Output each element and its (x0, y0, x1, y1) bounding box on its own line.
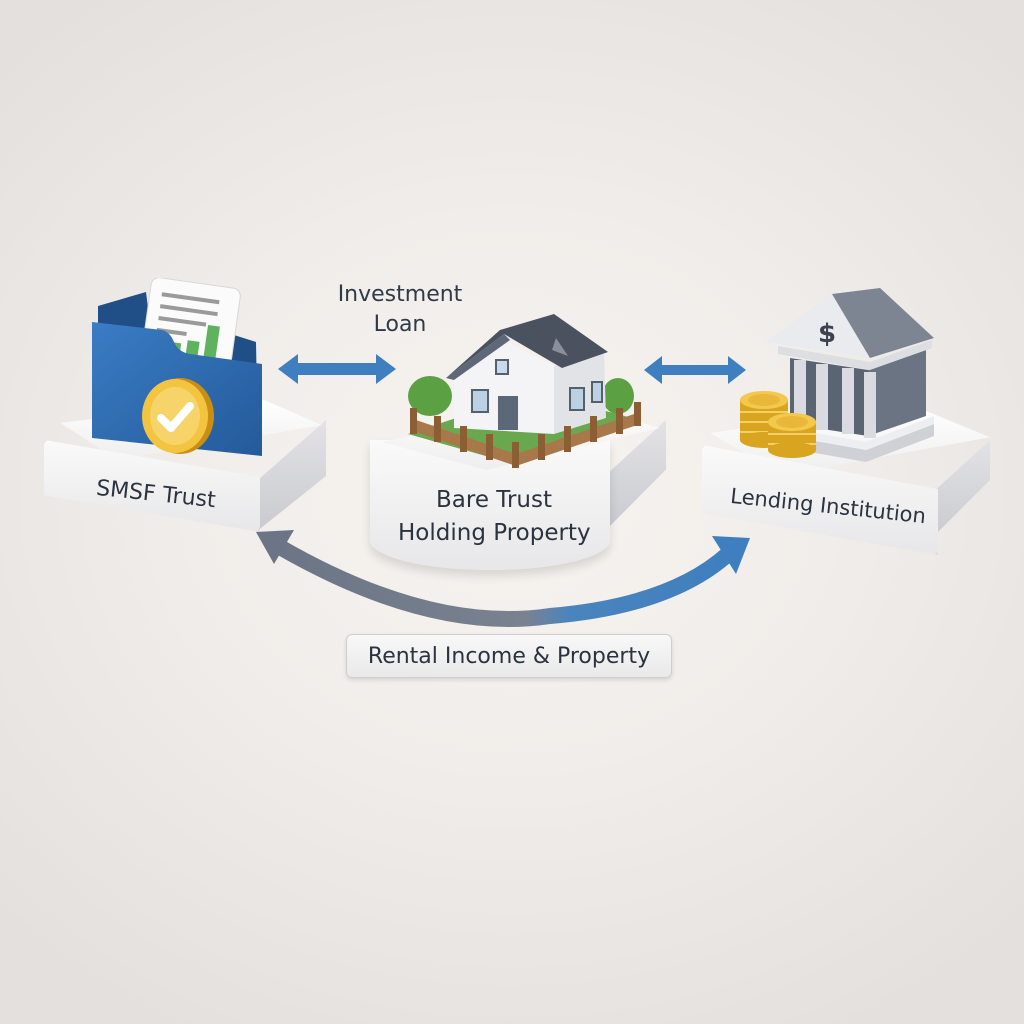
lender-platform-side (930, 440, 990, 540)
rental-income-label-box: Rental Income & Property (346, 634, 672, 678)
bare-trust-label-line1: Bare Trust (436, 487, 552, 513)
coin-stack-icon (740, 391, 816, 458)
investment-loan-double-arrow-icon (278, 354, 396, 384)
house-with-fence-icon (408, 314, 641, 468)
bare-lender-double-arrow-icon (644, 356, 746, 384)
bare-trust-label-line2: Holding Property (398, 520, 591, 546)
investment-loan-label-line1: Investment (337, 282, 463, 307)
bank-building-icon: $ (766, 288, 934, 462)
rental-income-label: Rental Income & Property (367, 643, 651, 669)
rental-income-curved-arrow-icon (256, 530, 750, 628)
check-coin-icon (142, 378, 214, 454)
investment-loan-label: Investment Loan (320, 280, 480, 340)
investment-loan-label-line2: Loan (373, 312, 427, 337)
svg-text:$: $ (818, 319, 836, 349)
